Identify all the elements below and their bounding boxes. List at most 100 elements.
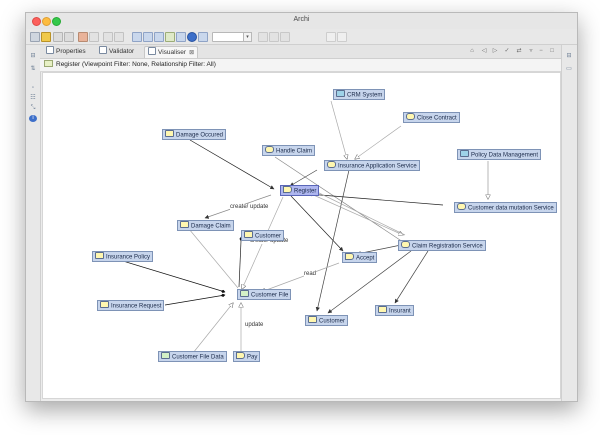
palette-icon[interactable] xyxy=(176,32,186,42)
save-icon[interactable] xyxy=(53,32,63,42)
node-customer-file-data[interactable]: Customer File Data xyxy=(158,351,227,362)
properties-icon[interactable] xyxy=(143,32,153,42)
open-folder-icon[interactable] xyxy=(41,32,51,42)
window-title: Archi xyxy=(293,16,310,23)
tab-validator[interactable]: Validator xyxy=(96,46,137,57)
edge-handle-claimreg xyxy=(274,156,404,243)
pin-icon[interactable]: ✓ xyxy=(504,48,510,54)
edge-insapp-register xyxy=(289,169,318,187)
role-icon xyxy=(244,231,253,238)
edge-accept-custfile xyxy=(261,262,340,292)
grid-icon[interactable] xyxy=(326,32,336,42)
minimize-view-icon[interactable]: − xyxy=(539,48,543,54)
palette-icon[interactable]: ▭ xyxy=(566,66,572,72)
edge-claimreg-customer2 xyxy=(327,250,412,314)
node-customer-data-mutation-service[interactable]: Customer data mutation Service xyxy=(454,202,557,213)
copy-icon[interactable] xyxy=(114,32,124,42)
tab-properties[interactable]: Properties xyxy=(43,46,89,57)
edge-register-accept xyxy=(290,195,344,252)
main-toolbar: ▾ xyxy=(26,29,577,45)
new-icon[interactable] xyxy=(30,32,40,42)
node-insurant[interactable]: Insurant xyxy=(375,305,414,316)
back-icon[interactable]: ◁ xyxy=(481,48,487,54)
node-close-contract[interactable]: Close Contract xyxy=(403,112,460,123)
process-icon xyxy=(236,352,245,359)
service-icon xyxy=(327,161,336,168)
node-insurance-policy[interactable]: Insurance Policy xyxy=(92,251,154,262)
service-icon xyxy=(406,113,415,120)
save-all-icon[interactable] xyxy=(64,32,74,42)
tab-visualiser[interactable]: Visualiser⊠ xyxy=(144,46,199,58)
format-icon[interactable] xyxy=(258,32,268,42)
info-icon[interactable]: i xyxy=(29,115,37,122)
business-object-icon xyxy=(95,252,104,259)
restore-icon[interactable]: ⊟ xyxy=(566,53,572,59)
edge-claimreg-insurant xyxy=(394,250,429,304)
application-icon xyxy=(460,150,469,157)
edge-custfiledata-custfile xyxy=(192,303,233,354)
size-icon[interactable] xyxy=(280,32,290,42)
data-object-icon xyxy=(240,290,249,297)
model-tree-icon[interactable]: ⇅ xyxy=(30,66,36,72)
node-register[interactable]: Register xyxy=(280,185,320,196)
help-icon[interactable] xyxy=(187,32,197,42)
node-handle-claim[interactable]: Handle Claim xyxy=(262,145,316,156)
zoom-combo[interactable] xyxy=(212,32,244,42)
node-customer-role[interactable]: Customer xyxy=(241,230,285,241)
navigator-icon[interactable]: ⤡ xyxy=(30,105,36,111)
cut-icon[interactable] xyxy=(103,32,113,42)
edge-inspolicy-custfile xyxy=(122,260,226,293)
node-accept[interactable]: Accept xyxy=(342,252,378,263)
home-icon[interactable]: ⌂ xyxy=(470,48,474,54)
visualiser-icon[interactable] xyxy=(198,32,208,42)
event-icon xyxy=(165,130,174,137)
node-customer-actor[interactable]: Customer xyxy=(305,315,349,326)
close-icon[interactable]: ⊠ xyxy=(189,50,195,56)
node-damage-occured[interactable]: Damage Occured xyxy=(162,129,227,140)
process-icon xyxy=(283,186,292,193)
title-bar: Archi xyxy=(26,13,577,29)
close-window-button[interactable] xyxy=(32,17,41,26)
snap-icon[interactable] xyxy=(337,32,347,42)
outline-icon[interactable]: ☷ xyxy=(30,95,36,101)
forward-icon[interactable]: ▷ xyxy=(492,48,498,54)
node-claim-registration-service[interactable]: Claim Registration Service xyxy=(398,240,486,251)
link-icon[interactable]: ⇄ xyxy=(516,48,522,54)
relationship-edges xyxy=(122,100,560,354)
service-icon xyxy=(265,146,274,153)
right-trim-bar: ⊟ ▭ xyxy=(561,45,577,401)
edge-custmut-register xyxy=(307,192,444,206)
application-icon xyxy=(336,90,345,97)
node-crm-system[interactable]: CRM System xyxy=(333,89,386,100)
view-menu-icon[interactable]: ▿ xyxy=(529,48,533,54)
node-insurance-request[interactable]: Insurance Request xyxy=(97,300,165,311)
node-pay[interactable]: Pay xyxy=(233,351,261,362)
restore-icon[interactable]: ⊟ xyxy=(30,53,36,59)
service-icon xyxy=(401,241,410,248)
visualiser-icon xyxy=(148,47,156,55)
visualiser-info-bar: Register (Viewpoint Filter: None, Relati… xyxy=(40,59,561,72)
node-customer-file[interactable]: Customer File xyxy=(237,289,292,300)
outline-icon[interactable] xyxy=(154,32,164,42)
view-tab-bar: Properties Validator Visualiser⊠ ⌂ ◁ ▷ ✓… xyxy=(40,45,561,59)
node-policy-data-management[interactable]: Policy Data Management xyxy=(457,149,542,160)
process-icon xyxy=(345,253,354,260)
redo-icon[interactable] xyxy=(89,32,99,42)
maximize-window-button[interactable] xyxy=(52,17,61,26)
properties-icon xyxy=(46,46,54,54)
service-icon xyxy=(457,203,466,210)
undo-icon[interactable] xyxy=(78,32,88,42)
node-damage-claim[interactable]: Damage Claim xyxy=(177,220,234,231)
visualiser-canvas[interactable]: create/ update create/ update read updat… xyxy=(42,72,561,399)
navigator-icon[interactable] xyxy=(165,32,175,42)
maximize-view-icon[interactable]: □ xyxy=(550,48,554,54)
edge-register-claimreg xyxy=(308,192,403,235)
minimized-view-icon[interactable]: ▫ xyxy=(31,85,35,91)
edge-dmgocc-register xyxy=(189,139,275,190)
model-tree-icon[interactable] xyxy=(132,32,142,42)
align-icon[interactable] xyxy=(269,32,279,42)
node-insurance-application-service[interactable]: Insurance Application Service xyxy=(324,160,420,171)
chevron-down-icon[interactable]: ▾ xyxy=(243,32,252,42)
minimize-window-button[interactable] xyxy=(42,17,51,26)
actor-icon xyxy=(308,316,317,323)
